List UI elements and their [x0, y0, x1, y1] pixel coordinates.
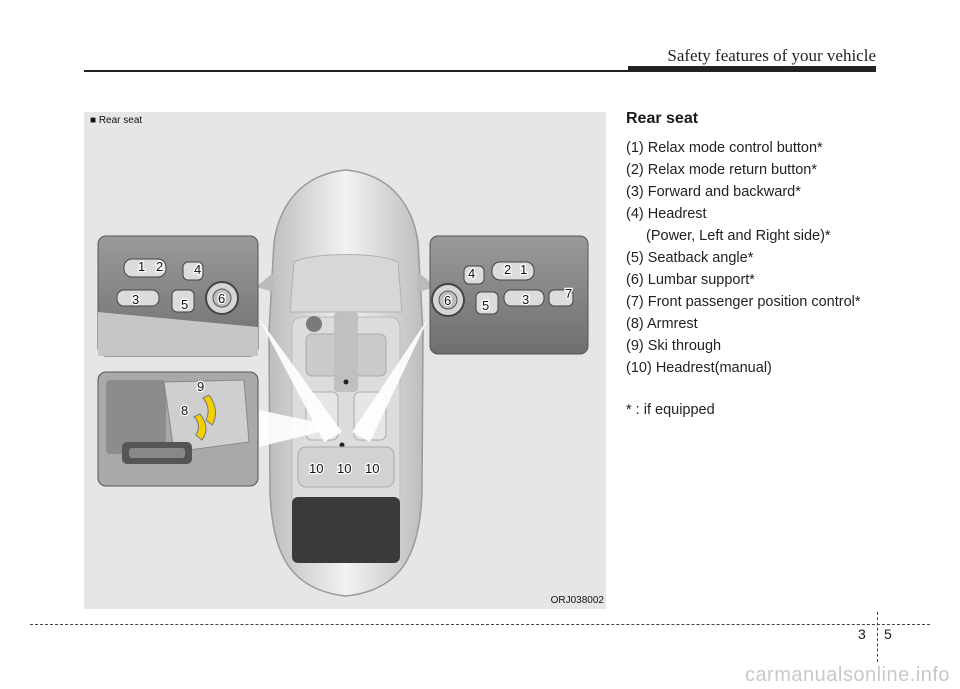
callout-1-right: 1 [520, 262, 527, 277]
watermark: carmanualsonline.info [744, 664, 950, 686]
pointer-left [258, 317, 342, 442]
list-item: (7) Front passenger position control* [626, 294, 861, 310]
figure-code: ORJ038002 [550, 595, 604, 606]
left-control-panel [97, 235, 259, 357]
list-item: (2) Relax mode return button* [626, 162, 818, 178]
callout-10-right: 10 [365, 461, 379, 476]
callout-10-left: 10 [309, 461, 323, 476]
header-rule-accent [628, 66, 876, 72]
chapter-number: 3 [858, 626, 866, 642]
figure-caption: ■ Rear seat [90, 115, 143, 126]
callout-6-left: 6 [218, 291, 225, 306]
footer-divider [877, 612, 878, 662]
page-number: 5 [884, 626, 892, 642]
footer-rule [30, 624, 930, 625]
section-title: Rear seat [626, 110, 699, 127]
car-top-view-drawing: 1 2 4 3 5 6 2 1 4 6 5 3 7 9 8 10 10 10 [97, 169, 589, 597]
right-control-panel [429, 235, 589, 355]
rear-seat-illustration: 1 2 4 3 5 6 2 1 4 6 5 3 7 9 8 10 10 10 ■… [84, 112, 606, 609]
list-item: (5) Seatback angle* [626, 250, 754, 266]
callout-5-left: 5 [181, 297, 188, 312]
callout-9: 9 [197, 379, 204, 394]
list-item: (9) Ski through [626, 338, 722, 354]
callout-2-right: 2 [504, 262, 511, 277]
list-item: (8) Armrest [626, 316, 698, 332]
callout-8: 8 [181, 403, 188, 418]
callout-1-left: 1 [138, 259, 145, 274]
header-rule [84, 70, 876, 72]
footnote: * : if equipped [626, 402, 715, 418]
callout-10-center: 10 [337, 461, 351, 476]
list-item: (1) Relax mode control button* [626, 140, 823, 156]
callout-4-right: 4 [468, 266, 475, 281]
armrest-panel [97, 371, 259, 487]
callout-5-right: 5 [482, 298, 489, 313]
callout-2-left: 2 [156, 259, 163, 274]
callout-3-left: 3 [132, 292, 139, 307]
list-item: (3) Forward and backward* [626, 184, 801, 200]
pointer-right [352, 317, 429, 442]
callout-7-right: 7 [565, 286, 572, 301]
callout-3-right: 3 [522, 292, 529, 307]
list-item: (6) Lumbar support* [626, 272, 755, 288]
pointer-lower-left [259, 410, 339, 447]
list-item: (4) Headrest [626, 206, 707, 222]
section-header-title: Safety features of your vehicle [667, 46, 876, 65]
callout-4-left: 4 [194, 262, 201, 277]
list-item-continuation: (Power, Left and Right side)* [646, 228, 831, 244]
list-item: (10) Headrest(manual) [626, 360, 772, 376]
car-body [256, 169, 436, 597]
callout-6-right: 6 [444, 293, 451, 308]
